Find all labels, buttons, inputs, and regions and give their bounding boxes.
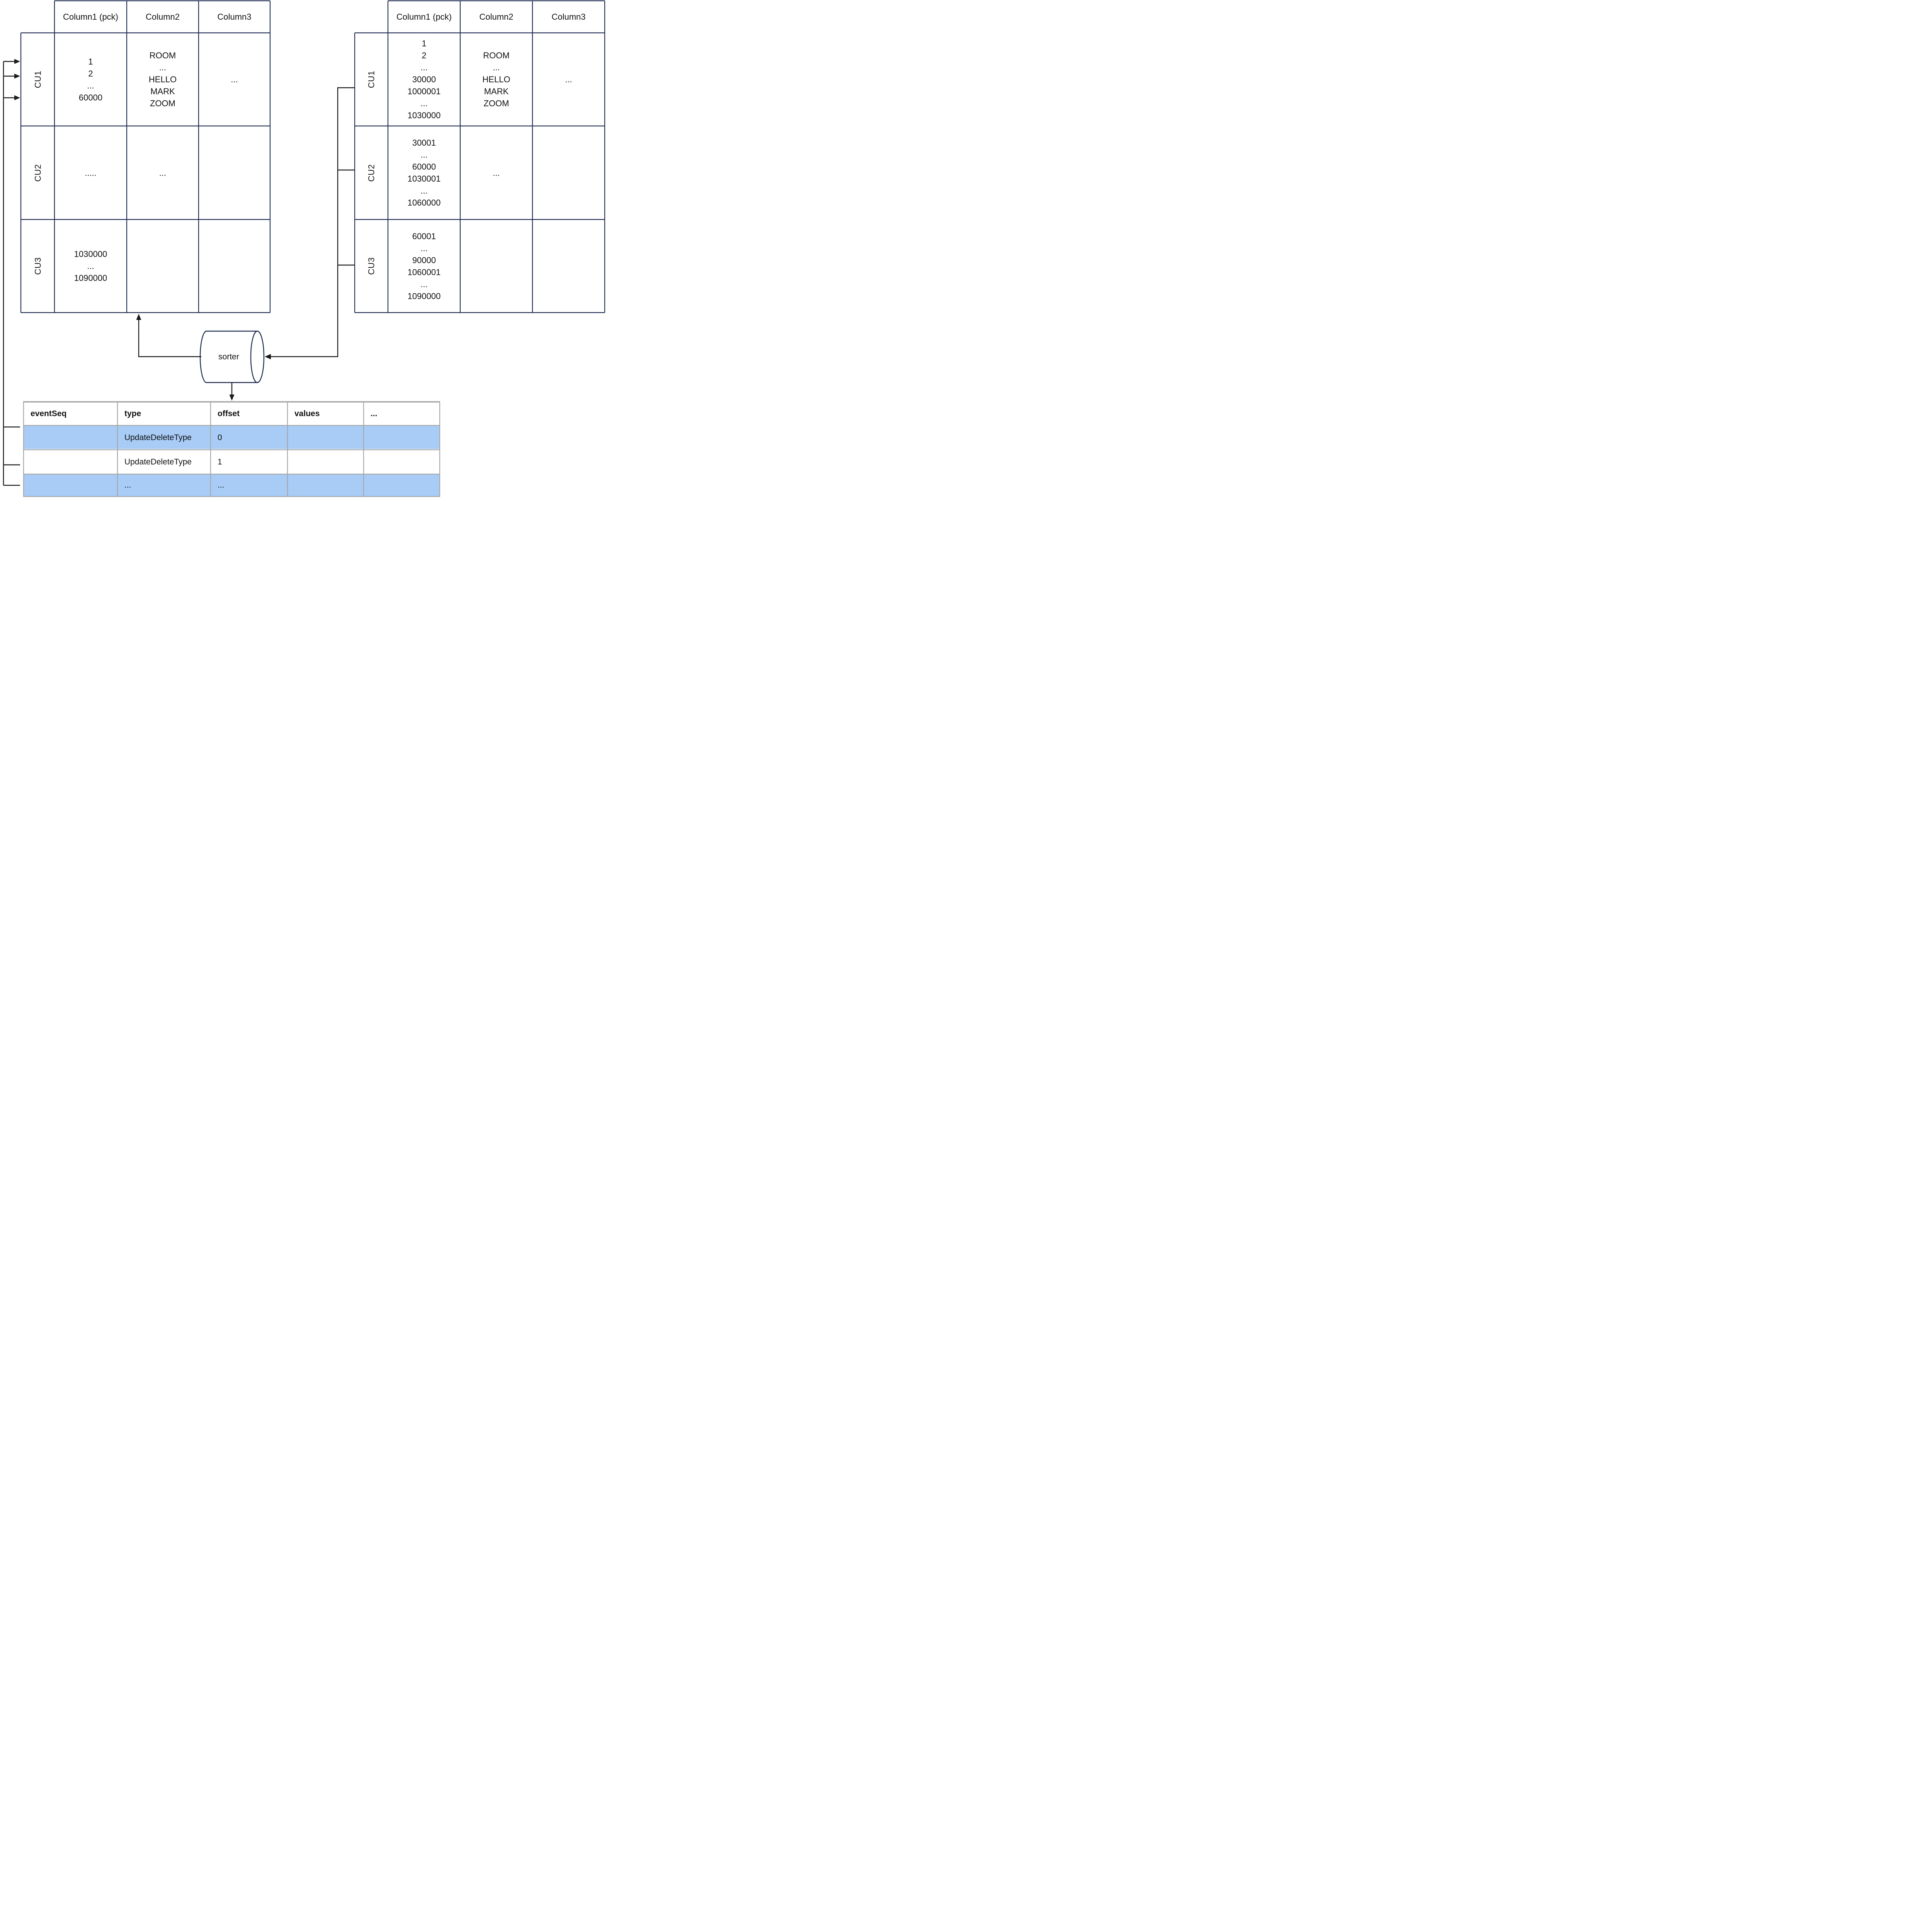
right-table-cell-cu3-col1: 60001 ... 90000 1060001 ... 1090000 <box>407 231 441 301</box>
left-table-cell-cu1-col3: ... <box>231 75 238 84</box>
arrowhead-left-icon <box>265 354 271 359</box>
events-to-left-table-connector <box>3 59 20 486</box>
event-table-cell-row1-type: UpdateDeleteType <box>124 433 192 442</box>
event-table-header-type: type <box>124 409 141 418</box>
event-table-row-fills <box>24 425 440 497</box>
event-table-cell-row3-type: ... <box>124 481 131 490</box>
event-table-cell-row3-offset: ... <box>218 481 224 490</box>
event-table-header-values: values <box>294 409 320 418</box>
arrowhead-right-icon <box>14 73 20 79</box>
event-table-cell-row3-more <box>364 474 440 497</box>
left-table-cell-cu2-col1: ..... <box>85 168 97 178</box>
left-table-row-label-cu2: CU2 <box>32 164 43 182</box>
event-table-grid <box>23 401 440 497</box>
event-table-cell-row1-more <box>364 425 440 450</box>
arrowhead-right-icon <box>14 59 20 64</box>
sorter-to-event-table-arrow <box>229 382 235 401</box>
right-table-header-column1: Column1 (pck) <box>396 12 452 22</box>
event-table-cell-row2-eventseq <box>24 450 117 474</box>
event-table-cell-row2-more <box>364 450 440 474</box>
left-table-cell-cu3-col3 <box>199 219 270 313</box>
right-table-to-sorter-connector <box>265 87 354 359</box>
right-table-row-label-cu2: CU2 <box>366 164 376 182</box>
right-table-row-label-cu1: CU1 <box>366 70 376 88</box>
left-table-cell-cu2-col3 <box>199 126 270 219</box>
sorter-cylinder <box>199 330 265 383</box>
diagram-canvas: Column1 (pck) Column2 Column3 CU1 CU2 CU… <box>0 0 606 497</box>
event-table-cell-row3-values <box>287 474 364 497</box>
left-table-cell-cu3-col2 <box>127 219 199 313</box>
event-table-header-more: ... <box>371 409 378 418</box>
right-table-cell-cu1-col1: 1 2 ... 30000 1000001 ... 1030000 <box>407 39 441 120</box>
right-table-row-label-cu3: CU3 <box>366 257 376 275</box>
sorter-label: sorter <box>218 352 239 361</box>
event-table-cell-row2-values <box>287 450 364 474</box>
arrowhead-up-icon <box>136 314 141 320</box>
right-table-header-column3: Column3 <box>551 12 586 22</box>
left-table-header-column3: Column3 <box>217 12 252 22</box>
left-table-cell-cu1-col1: 1 2 ... 60000 <box>78 56 103 102</box>
right-table-header-column2: Column2 <box>479 12 514 22</box>
sorter-cylinder-cap <box>250 330 265 383</box>
event-table-cell-row2-offset: 1 <box>218 457 222 466</box>
right-table-grid <box>354 0 605 313</box>
left-table-header-column1: Column1 (pck) <box>63 12 119 22</box>
event-table-cell-row3-eventseq <box>24 474 117 497</box>
arrowhead-down-icon <box>229 395 235 401</box>
right-table-cell-cu1-col2: ROOM ... HELLO MARK ZOOM <box>482 51 510 108</box>
right-table-cell-cu2-col2: ... <box>493 168 500 178</box>
right-table-cell-cu3-col2 <box>460 219 532 313</box>
sorter-to-left-table-arrow <box>136 314 201 357</box>
right-table-cell-cu3-col3 <box>532 219 605 313</box>
event-table-cell-row1-eventseq <box>24 425 117 450</box>
event-row1-highlight <box>24 425 440 449</box>
left-table-row-label-cu3: CU3 <box>32 257 43 275</box>
diagram-lines-layer <box>3 0 605 497</box>
event-table-header-eventseq: eventSeq <box>31 409 67 418</box>
left-table-row-label-cu1: CU1 <box>32 70 43 88</box>
arrowhead-right-icon <box>14 95 20 100</box>
event-table-header-offset: offset <box>218 409 240 418</box>
event-row3-highlight <box>24 474 440 497</box>
left-table-cell-cu2-col2: ... <box>159 168 167 178</box>
right-table-cell-cu2-col1: 30001 ... 60000 1030001 ... 1060000 <box>407 138 441 207</box>
left-table-cell-cu3-col1: 1030000 ... 1090000 <box>74 249 107 283</box>
right-table-cell-cu1-col3: ... <box>565 75 572 84</box>
right-table-cell-cu2-col3 <box>532 126 605 219</box>
event-table-cell-row1-values <box>287 425 364 450</box>
left-table-grid <box>20 0 271 313</box>
left-table-header-column2: Column2 <box>145 12 180 22</box>
left-table-cell-cu1-col2: ROOM ... HELLO MARK ZOOM <box>148 51 177 108</box>
event-table-cell-row1-offset: 0 <box>218 433 222 442</box>
event-table-cell-row2-type: UpdateDeleteType <box>124 457 192 466</box>
